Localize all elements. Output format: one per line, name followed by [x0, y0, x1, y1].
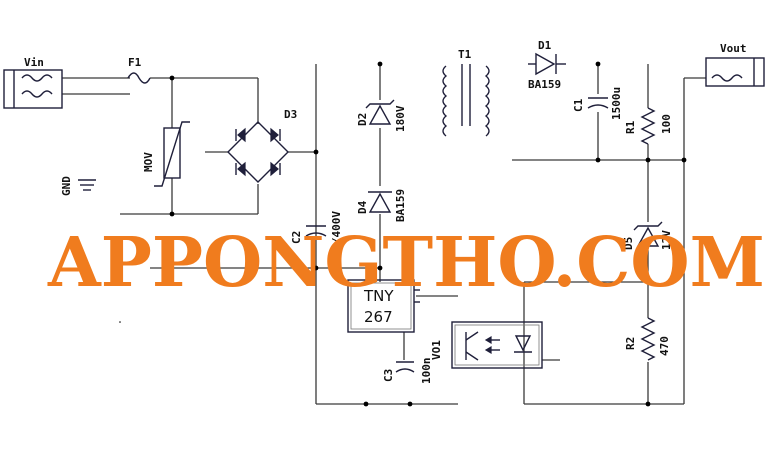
optocoupler-vo1: VO1 — [430, 321, 543, 369]
mov-varistor: MOV — [142, 121, 190, 187]
r2-label: R2 — [624, 337, 637, 350]
vin-connector: Vin — [3, 56, 63, 109]
r2-value: 470 — [658, 336, 671, 356]
c3-value: 100n — [420, 358, 433, 385]
c2-value: 10u/400V — [330, 211, 343, 264]
resistor-r2: R2 470 — [624, 317, 671, 361]
d2-label: D2 — [356, 113, 369, 126]
d1-label: D1 — [538, 39, 552, 52]
f1-label: F1 — [128, 56, 142, 69]
ic-line2: 267 — [364, 308, 393, 326]
capacitor-c3: C3 100n — [382, 358, 433, 385]
transformer-t1: T1 — [442, 48, 490, 137]
mov-label: MOV — [142, 152, 155, 172]
vo1-label: VO1 — [430, 340, 443, 360]
vout-connector: Vout — [705, 42, 765, 87]
fuse-f1: F1 — [127, 56, 151, 84]
capacitor-c2: C2 10u/400V — [290, 211, 343, 264]
ic-tny267: TNY 267 — [347, 279, 420, 333]
diode-d2: D2 180V — [356, 99, 407, 132]
d5-value: 12V — [660, 230, 673, 250]
zener-d5: D5 12V — [622, 221, 673, 250]
vin-label: Vin — [24, 56, 44, 69]
r1-value: 100 — [660, 114, 673, 134]
c1-value: 1500u — [610, 87, 623, 120]
d4-label: D4 — [356, 200, 369, 214]
diode-d1: D1 BA159 — [528, 39, 566, 91]
gnd-label: GND — [60, 176, 73, 196]
c3-label: C3 — [382, 369, 395, 382]
d1-value: BA159 — [528, 78, 561, 91]
watermark-text: APPONGTHO.COM — [47, 223, 765, 303]
diode-d4: D4 BA159 — [356, 189, 407, 222]
t1-label: T1 — [458, 48, 472, 61]
ic-line1: TNY — [363, 287, 394, 305]
junction-dots — [119, 61, 687, 407]
r1-label: R1 — [624, 120, 637, 134]
d4-value: BA159 — [394, 189, 407, 222]
c1-label: C1 — [572, 98, 585, 112]
c2-label: C2 — [290, 231, 303, 244]
bridge-rectifier-d3: D3 — [227, 108, 297, 183]
d3-label: D3 — [284, 108, 297, 121]
vout-label: Vout — [720, 42, 747, 55]
d5-label: D5 — [622, 237, 635, 250]
resistor-r1: R1 100 — [624, 107, 673, 145]
capacitor-c1: C1 1500u — [572, 87, 623, 120]
d2-value: 180V — [394, 105, 407, 132]
ground-symbol: GND — [60, 176, 96, 196]
